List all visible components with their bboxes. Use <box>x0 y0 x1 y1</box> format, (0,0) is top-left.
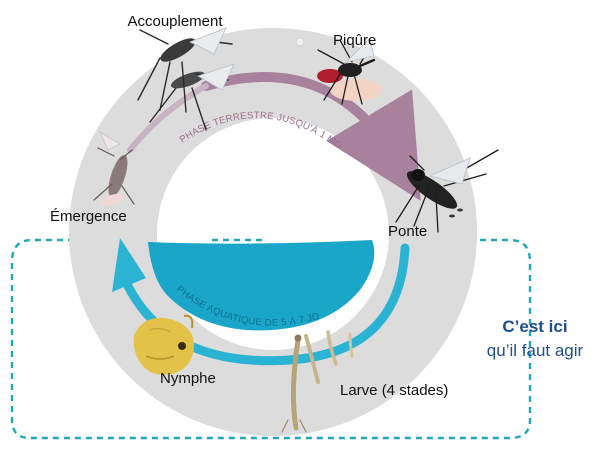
biting-mosquito-icon <box>295 37 382 105</box>
stage-label-larve: Larve (4 stades) <box>340 382 448 399</box>
callout-line-1: C’est ici <box>502 317 567 336</box>
egg-laying-mosquito-icon <box>395 149 499 233</box>
aquatic-zone-dashed-frame <box>10 238 532 440</box>
stage-label-accouplement: Accouplement <box>127 13 223 30</box>
stage-label-nymphe: Nymphe <box>160 370 216 387</box>
stage-label-piqure: Piqûre <box>333 32 376 49</box>
aquatic-water-basin <box>148 240 375 331</box>
pupa-icon <box>133 314 194 375</box>
larvae-icon <box>281 330 354 433</box>
mating-mosquitoes-icon <box>137 27 235 131</box>
emerging-mosquito-icon <box>93 131 135 207</box>
terrestrial-phase-arrow-tail <box>127 83 209 153</box>
aquatic-phase-arrowhead <box>112 238 146 292</box>
stage-label-emergence: Émergence <box>50 208 127 225</box>
callout-line-2: qu’il faut agir <box>487 341 584 360</box>
terrestrial-phase-arrow <box>201 72 421 201</box>
stage-label-ponte: Ponte <box>388 223 427 240</box>
